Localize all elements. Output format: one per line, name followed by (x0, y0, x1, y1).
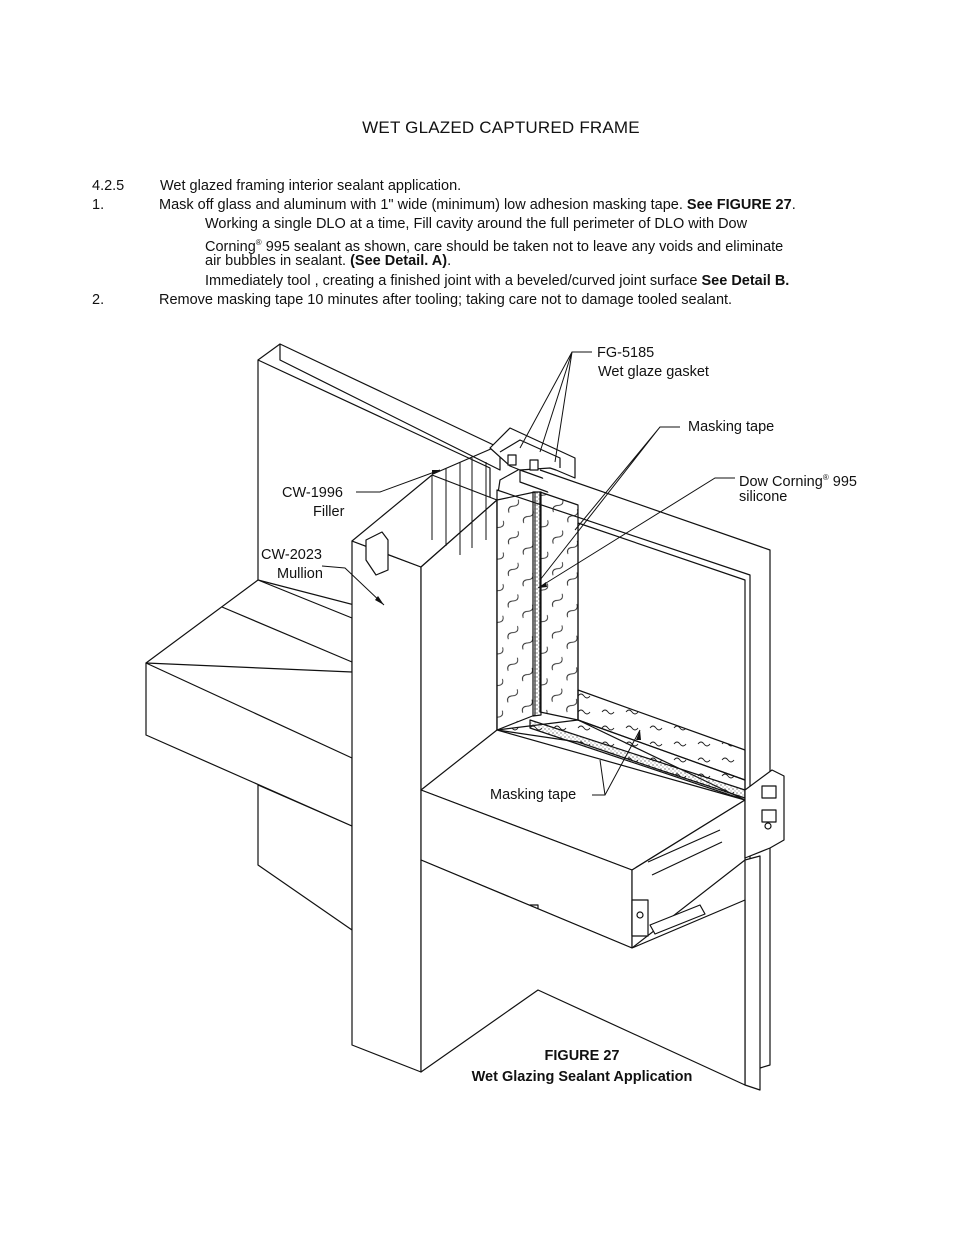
label-masking-tape-top: Masking tape (688, 419, 775, 435)
leader-filler (356, 469, 441, 493)
step-2-text: Remove masking tape 10 minutes after too… (159, 292, 733, 308)
label-masking-tape-bottom: Masking tape (490, 787, 577, 803)
label-sealant-a: Dow Corning (739, 474, 823, 490)
right-gasket-cluster (744, 769, 785, 859)
label-gasket-code: FG-5185 (597, 345, 655, 361)
arrow-filler (432, 470, 440, 475)
step-1-subline-2: Corning® 995 sealant as shown, care shou… (205, 234, 783, 256)
label-sealant: Dow Corning® 995 (739, 468, 857, 492)
page-title: WET GLAZED CAPTURED FRAME (362, 118, 640, 137)
label-filler-name: Filler (313, 504, 345, 520)
step-1-number: 1. (92, 197, 105, 213)
leader-mullion (321, 565, 385, 606)
step-1-subline-4: Immediately tool , creating a finished j… (205, 272, 789, 290)
step-1-subline-3: air bubbles in sealant. (See Detail. A). (205, 252, 451, 270)
label-mullion-name: Mullion (277, 566, 323, 582)
arrow-sealant (538, 582, 547, 588)
subline-3-a: air bubbles in sealant. (205, 253, 351, 269)
detail-b-ref: See Detail B. (701, 273, 790, 289)
label-sealant-type: silicone (739, 489, 788, 505)
step-1-figure-ref: See FIGURE 27 (686, 197, 792, 213)
step-1-text: Mask off glass and aluminum with 1" wide… (159, 196, 796, 214)
label-sealant-b: 995 (828, 474, 857, 490)
label-filler-code: CW-1996 (282, 485, 343, 501)
leader-gasket (519, 351, 592, 463)
leader-sealant (537, 477, 735, 589)
section-text: Wet glazed framing interior sealant appl… (160, 178, 462, 194)
subline-4-a: Immediately tool , creating a finished j… (205, 273, 702, 289)
arrow-masking (636, 730, 641, 740)
vertical-masking-tape (496, 491, 536, 731)
subline-3-tail: . (447, 253, 452, 269)
arrow-mullion (375, 596, 384, 605)
figure-number: FIGURE 27 (544, 1048, 620, 1064)
step-2-number: 2. (92, 292, 105, 308)
lower-glass (744, 855, 761, 1091)
subline-2-b: 995 sealant as shown, care should be tak… (261, 239, 784, 255)
step-1-subline-1: Working a single DLO at a time, Fill cav… (205, 216, 748, 232)
label-sealant-mark: ® (822, 473, 829, 482)
left-transom (145, 579, 353, 827)
step-1-body: Mask off glass and aluminum with 1" wide… (159, 197, 683, 213)
vertical-masking-tape-right (539, 491, 579, 721)
step-1-tail: . (791, 197, 796, 213)
leader-masking-bottom (592, 729, 641, 796)
vertical-sealant-bead (532, 491, 542, 717)
figure-title: Wet Glazing Sealant Application (471, 1069, 693, 1085)
lower-right-wall (420, 859, 746, 1086)
detail-a-ref: (See Detail. A) (350, 253, 448, 269)
label-mullion-code: CW-2023 (261, 547, 322, 563)
top-gasket-assembly (489, 427, 576, 479)
label-gasket-name: Wet glaze gasket (598, 364, 709, 380)
leader-masking-top (539, 426, 680, 581)
section-number: 4.2.5 (92, 178, 125, 194)
registered-mark: ® (255, 238, 262, 247)
subline-2-a: Corning (205, 239, 256, 255)
